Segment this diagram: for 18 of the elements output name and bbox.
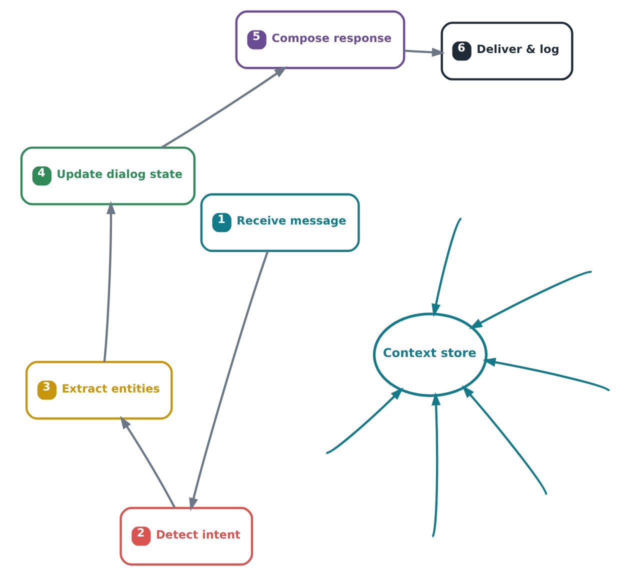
node-box: 2 Detect intent (119, 506, 253, 566)
node-box: 4 Update dialog state (20, 146, 196, 206)
arrow (326, 387, 403, 454)
arrow (160, 66, 287, 149)
node-box: 5 Compose response (234, 10, 405, 70)
arrow (430, 392, 440, 538)
node-box: 1 Receive message (200, 193, 360, 252)
arrow (404, 48, 444, 57)
arrow (102, 201, 116, 362)
arrow (188, 250, 268, 512)
arrow (461, 385, 547, 495)
node-box: 6 Deliver & log (440, 22, 573, 80)
node-box: 3 Extract entities (24, 360, 172, 420)
arrow (468, 270, 592, 330)
node-ellipse: Context store (372, 312, 488, 397)
arrow (482, 358, 610, 392)
arrow (431, 218, 462, 317)
arrow (120, 416, 176, 508)
